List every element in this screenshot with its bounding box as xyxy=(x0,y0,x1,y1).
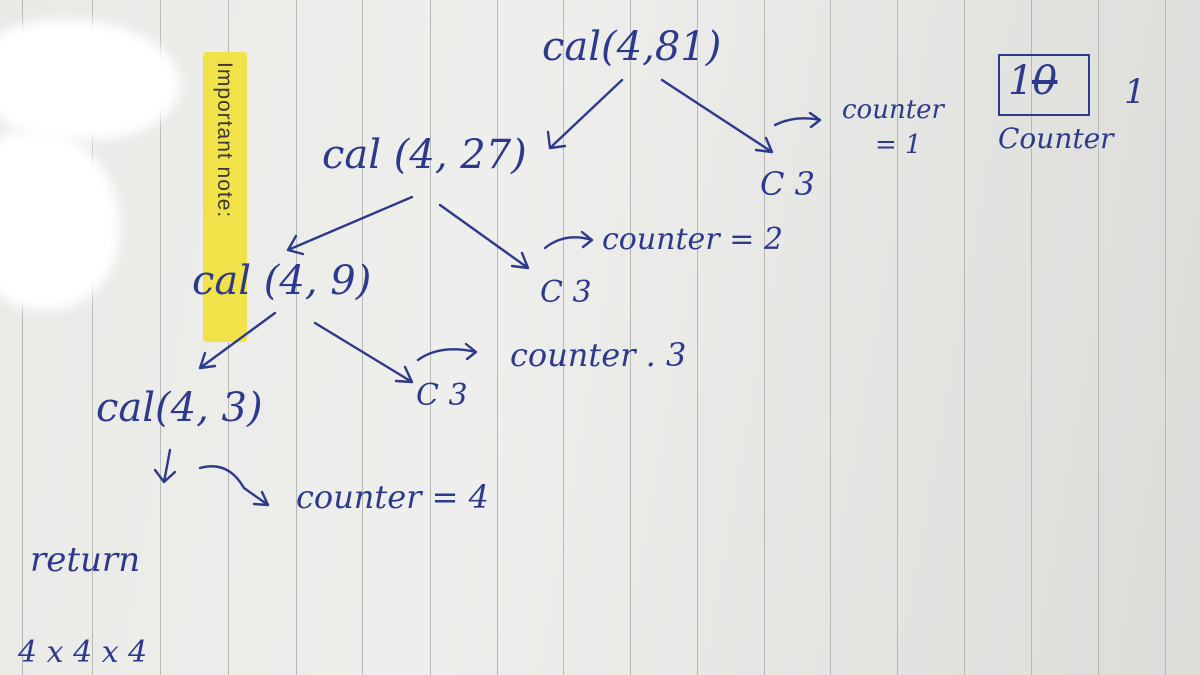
counter2-text: counter = 2 xyxy=(602,222,783,257)
arrow-level2-to-c3 xyxy=(313,321,414,384)
arrow-c1-to-counter1 xyxy=(773,111,822,129)
ruled-line xyxy=(1098,0,1099,675)
arrow-level2-to-level3 xyxy=(198,311,277,370)
ruled-line xyxy=(830,0,831,675)
ruled-line xyxy=(697,0,698,675)
counter-box-old-value: 0 xyxy=(1032,58,1058,104)
arrow-root-to-level1 xyxy=(546,78,624,150)
counter1-label: counter xyxy=(842,95,944,125)
ruled-line xyxy=(22,0,23,675)
call-root: cal(4,81) xyxy=(542,24,722,70)
counter-box-old-prefix: 1 xyxy=(1008,58,1034,104)
ruled-line xyxy=(764,0,765,675)
call-level3: cal(4, 3) xyxy=(96,385,263,431)
counter-box-new-value: 1 xyxy=(1124,72,1146,112)
ruled-line xyxy=(362,0,363,675)
return-word: return xyxy=(30,540,141,580)
constant-c1: C 3 xyxy=(760,165,816,203)
ruled-line xyxy=(296,0,297,675)
arrow-level1-to-c2 xyxy=(438,203,530,270)
return-expression: 4 x 4 x 4 xyxy=(18,635,148,670)
light-glare xyxy=(0,20,180,140)
highlighter-mark xyxy=(203,52,247,342)
arrow-level1-to-level2 xyxy=(286,195,414,256)
ruled-line xyxy=(1165,0,1166,675)
highlighted-note: Important note: xyxy=(213,62,236,219)
counter-box-label: Counter xyxy=(998,122,1114,155)
ruled-line xyxy=(964,0,965,675)
ruled-line xyxy=(497,0,498,675)
constant-c2: C 3 xyxy=(540,275,592,310)
call-level2: cal (4, 9) xyxy=(192,258,372,304)
ruled-line xyxy=(897,0,898,675)
call-level1: cal (4, 27) xyxy=(322,132,527,178)
ruled-line xyxy=(92,0,93,675)
arrow-level3-down xyxy=(153,448,177,484)
ruled-line xyxy=(430,0,431,675)
counter4-text: counter = 4 xyxy=(296,478,490,516)
ruled-line xyxy=(160,0,161,675)
counter3-text: counter . 3 xyxy=(510,336,687,374)
ruled-line xyxy=(630,0,631,675)
arrow-c2-to-counter2 xyxy=(543,230,594,250)
arrow-c3-to-counter3 xyxy=(416,342,478,362)
ruled-line xyxy=(563,0,564,675)
arrow-root-to-c1 xyxy=(660,78,774,154)
ruled-line xyxy=(1031,0,1032,675)
counter-box xyxy=(998,54,1090,116)
counter1-value: = 1 xyxy=(875,130,922,160)
arrow-level3-to-counter4 xyxy=(198,465,270,507)
constant-c3: C 3 xyxy=(416,378,468,413)
